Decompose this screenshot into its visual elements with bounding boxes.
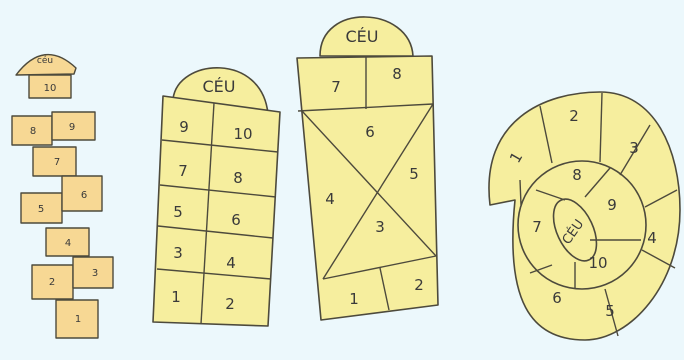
- grid3-number: 8: [392, 65, 402, 83]
- grid4-number: 3: [629, 139, 639, 157]
- grid2-number: 5: [173, 203, 183, 221]
- grid2-number: 10: [233, 125, 252, 143]
- grid3-number: 4: [325, 190, 335, 208]
- grid1-sky-label: céu: [37, 55, 53, 66]
- grid4-number: 5: [605, 302, 615, 320]
- grid1-number: 6: [81, 190, 87, 201]
- grid3-number: 7: [331, 78, 341, 96]
- grid2-number: 8: [233, 169, 243, 187]
- grid4-number: 10: [588, 254, 607, 272]
- grid3-sky-label: CÉU: [346, 27, 379, 46]
- grid2-number: 3: [173, 244, 183, 262]
- grid3-number: 1: [349, 290, 359, 308]
- grid1-number: 8: [30, 126, 36, 137]
- grid4-number: 6: [552, 289, 562, 307]
- grid4-number: 7: [532, 218, 542, 236]
- grid1-number: 2: [49, 277, 55, 288]
- grid1-number: 3: [92, 268, 98, 279]
- grid2-sky-label: CÉU: [203, 77, 236, 96]
- grid1-number: 9: [69, 122, 75, 133]
- grid2-number: 2: [225, 295, 235, 313]
- grid2-number: 9: [179, 118, 189, 136]
- grid3-number: 3: [375, 218, 385, 236]
- hopscotch-grid-1: [12, 55, 113, 338]
- grid3-number: 2: [414, 276, 424, 294]
- grid1-number: 1: [75, 314, 81, 325]
- grid2-number: 6: [231, 211, 241, 229]
- grid4-number: 8: [572, 166, 582, 184]
- grid4-number: 9: [607, 196, 617, 214]
- grid3-number: 5: [409, 165, 419, 183]
- grid1-number: 5: [38, 204, 44, 215]
- grid1-number: 10: [44, 83, 57, 94]
- grid2-number: 4: [226, 254, 236, 272]
- grid2-number: 7: [178, 162, 188, 180]
- grid2-number: 1: [171, 288, 181, 306]
- grid1-number: 4: [65, 238, 71, 249]
- grid3-number: 6: [365, 123, 375, 141]
- hopscotch-grid-4: [489, 92, 680, 340]
- grid4-number: 2: [569, 107, 579, 125]
- grid1-number: 7: [54, 157, 60, 168]
- grid4-number: 4: [647, 229, 657, 247]
